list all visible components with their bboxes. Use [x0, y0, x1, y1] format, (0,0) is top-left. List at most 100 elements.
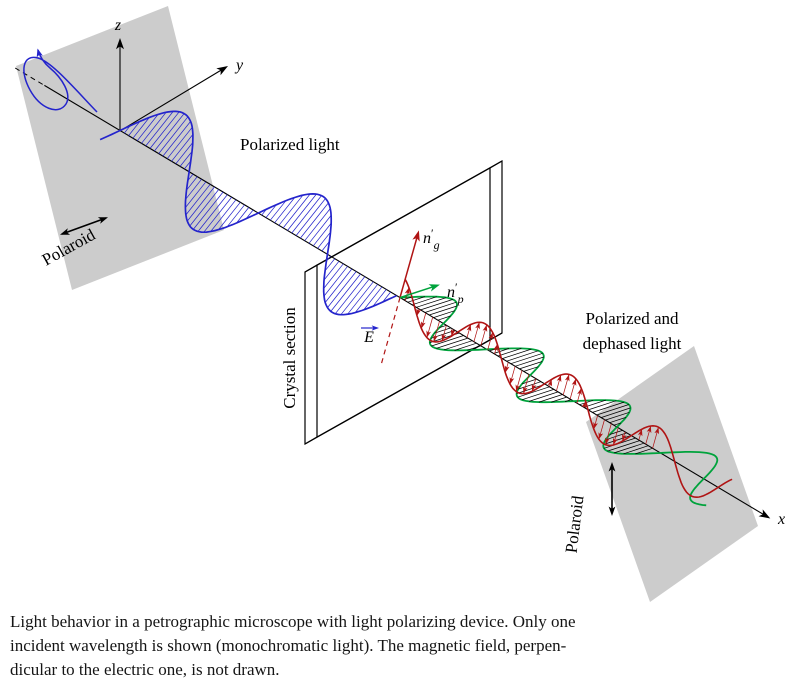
- dephased-wave-red-field-arrow: [605, 437, 610, 445]
- polarized-wave-blue-hatch: [327, 271, 357, 308]
- polarized-wave-blue-hatch: [382, 291, 391, 303]
- dephased-wave-green-hatch: [607, 440, 640, 452]
- polarizer-arrowhead: [60, 228, 71, 235]
- crystal-edge: [489, 160, 503, 169]
- n-p-sub: p: [457, 292, 464, 306]
- n-g-direction: [399, 233, 419, 298]
- dephased-wave-green-hatch: [592, 401, 625, 413]
- dephased-wave-green-hatch: [431, 335, 464, 347]
- polarized-wave-blue-hatch: [330, 273, 361, 312]
- polarized-light-label: Polarized light: [240, 135, 340, 154]
- dephased-wave-green-hatch: [420, 299, 454, 311]
- polarized-wave-blue-hatch: [300, 202, 329, 239]
- crystal-edge: [489, 332, 503, 341]
- n-p-base: n: [447, 284, 455, 301]
- dephased-wave-green-hatch: [434, 327, 451, 334]
- polarized-wave-blue-hatch: [128, 121, 141, 136]
- polarized-wave-blue-hatch: [321, 241, 330, 252]
- dephased-wave-green-hatch: [416, 297, 447, 308]
- analyzer-arrowhead: [608, 506, 616, 516]
- polarized-wave-blue-hatch: [187, 186, 215, 222]
- dephased-wave-green-hatch: [521, 378, 537, 385]
- polarized-wave-blue-hatch: [187, 173, 194, 181]
- dephased-wave-red-field-arrow: [598, 432, 604, 440]
- dephased-wave-green-hatch: [437, 315, 451, 321]
- dephased-wave-red-field-arrow: [564, 374, 570, 382]
- dephased-wave-green-hatch: [551, 396, 567, 403]
- dephased-wave-red-field-arrow: [504, 365, 510, 373]
- dephased-wave-green-hatch: [521, 389, 554, 401]
- polaroid-right-plate: [586, 346, 758, 602]
- crystal-front-face: [304, 166, 491, 446]
- dephased-wave-red-field-arrow: [637, 429, 643, 437]
- polarized-wave-blue-hatch: [274, 197, 295, 224]
- dephased-wave-red-field-arrow: [556, 375, 562, 383]
- polarized-wave-blue-hatch: [141, 112, 167, 144]
- dephased-wave-green-hatch: [514, 356, 544, 367]
- polarized-wave-blue-hatch: [287, 193, 317, 231]
- dephased-wave-green-hatch: [510, 352, 543, 365]
- polarized-wave-blue-hatch: [171, 134, 194, 162]
- polarized-wave-blue-hatch: [372, 289, 387, 307]
- polarized-wave-blue-hatch: [149, 111, 180, 149]
- dephased-wave-green-hatch: [517, 386, 550, 398]
- crystal-edge: [304, 436, 318, 445]
- dephased-wave-green-hatch: [564, 399, 572, 402]
- crystal-back-face: [316, 159, 503, 439]
- polarized-wave-blue-hatch: [308, 215, 332, 244]
- polarized-wave-blue-hatch: [335, 276, 366, 314]
- polarized-wave-blue-hatch: [166, 127, 193, 159]
- polarized-wave-blue-hatch: [236, 207, 250, 224]
- dephased-wave-red-field-arrow: [482, 324, 488, 332]
- dephased-wave-red-field-arrow: [466, 324, 472, 332]
- dephased-wave-green-hatch: [429, 305, 458, 316]
- axis-y-label: y: [234, 57, 244, 74]
- dephased-wave-red-field-arrow: [571, 378, 577, 386]
- dephased-wave-green-hatch: [439, 324, 447, 328]
- dephased-wave-green-hatch: [600, 407, 631, 418]
- dephased-wave-red-field-arrow: [523, 386, 528, 394]
- dephased-wave-green-hatch: [603, 435, 632, 445]
- polarized-wave-blue-hatch: [185, 181, 207, 208]
- polarized-wave-blue-hatch: [203, 196, 232, 233]
- spiral-arrowhead-icon: [36, 48, 43, 58]
- dephased-wave-red-field-arrow: [488, 332, 494, 340]
- polarized-wave-blue-hatch: [295, 198, 326, 236]
- polarized-wave-blue-hatch: [291, 195, 322, 234]
- x-axis-arrowhead: [758, 509, 771, 519]
- dephased-wave-green-hatch: [609, 430, 623, 435]
- dephased-wave-green-hatch: [497, 348, 522, 357]
- n-g-label: n′g: [423, 226, 440, 252]
- polarized-wave-blue-hatch: [154, 113, 185, 152]
- generated-geometry: [14, 38, 771, 519]
- n-p-label: n′p: [447, 280, 464, 306]
- n-g-arrowhead: [412, 230, 420, 242]
- polarized-wave-blue-hatch: [175, 142, 194, 165]
- dephased-wave-red-field-arrow: [475, 322, 480, 330]
- dephased-wave-green-hatch: [502, 348, 532, 359]
- dephased-wave-green-hatch: [411, 296, 437, 306]
- n-g-base: n: [423, 230, 431, 247]
- polarized-wave-blue-hatch: [136, 114, 159, 142]
- e-vector-arrowhead: [371, 325, 379, 331]
- y-axis-arrowhead: [216, 66, 228, 76]
- dephased-wave-green-hatch: [605, 411, 630, 421]
- dephased-wave-green-hatch: [493, 348, 510, 354]
- polarized-wave-blue-hatch: [179, 151, 193, 167]
- dephased-wave-green-hatch: [613, 442, 645, 454]
- crystal-edge: [304, 264, 318, 273]
- dephased-wave-green-hatch: [588, 400, 617, 411]
- dephased-wave-red-field-arrow: [612, 437, 618, 445]
- polarizer-direction-arrow: [61, 217, 107, 235]
- dephased-wave-green-hatch: [403, 296, 412, 301]
- dephased-wave-green-hatch: [433, 310, 455, 318]
- dephased-wave-red-field-arrow: [433, 334, 438, 342]
- n-g-prime: ′: [431, 226, 434, 240]
- polarized-wave-blue-hatch: [340, 278, 370, 315]
- dephased-wave-green-hatch: [523, 366, 539, 372]
- polarized-wave-blue-hatch: [278, 194, 304, 226]
- dephased-wave-green-hatch: [467, 345, 481, 351]
- dephased-wave-red-field-arrow: [593, 422, 598, 430]
- optics-diagram: z y x Polarized light Polarized and deph…: [14, 6, 785, 602]
- dephased-wave-green-hatch: [424, 301, 457, 313]
